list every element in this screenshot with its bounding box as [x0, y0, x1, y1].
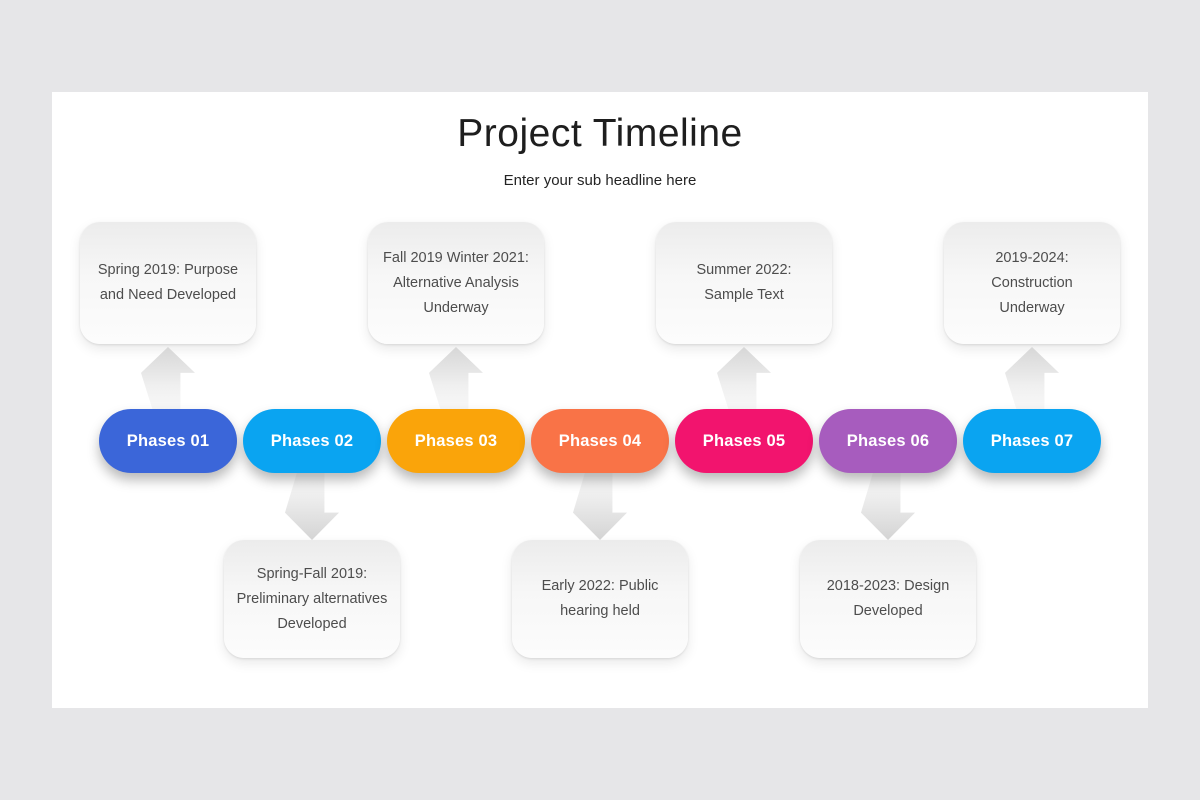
callout-phase-4: Early 2022: Public hearing held: [512, 540, 688, 658]
phase-pill-1: Phases 01: [99, 409, 237, 473]
callout-phase-7: 2019-2024: Construction Underway: [944, 222, 1120, 344]
phase-pill-6: Phases 06: [819, 409, 957, 473]
arrow-down-icon: [285, 464, 339, 540]
page-subtitle: Enter your sub headline here: [503, 172, 697, 189]
callout-phase-2: Spring-Fall 2019: Preliminary alternativ…: [224, 540, 400, 658]
phase-pill-7: Phases 07: [963, 409, 1101, 473]
arrow-down-icon: [861, 464, 915, 540]
callout-phase-1: Spring 2019: Purpose and Need Developed: [80, 222, 256, 344]
phase-pill-3: Phases 03: [387, 409, 525, 473]
slide-canvas: Project Timeline Enter your sub headline…: [52, 92, 1148, 708]
timeline-column-5: Summer 2022: Sample Text Phases 05: [656, 92, 832, 708]
callout-phase-6: 2018-2023: Design Developed: [800, 540, 976, 658]
phase-pill-5: Phases 05: [675, 409, 813, 473]
timeline-column-4: Phases 04 Early 2022: Public hearing hel…: [512, 92, 688, 708]
timeline-column-2: Phases 02 Spring-Fall 2019: Preliminary …: [224, 92, 400, 708]
timeline-column-6: Phases 06 2018-2023: Design Developed: [800, 92, 976, 708]
arrow-down-icon: [573, 464, 627, 540]
callout-phase-5: Summer 2022: Sample Text: [656, 222, 832, 344]
phase-pill-2: Phases 02: [243, 409, 381, 473]
timeline-column-7: 2019-2024: Construction Underway Phases …: [944, 92, 1120, 708]
page-title: Project Timeline: [457, 112, 743, 155]
timeline: Spring 2019: Purpose and Need Developed …: [80, 92, 1120, 708]
callout-phase-3: Fall 2019 Winter 2021: Alternative Analy…: [368, 222, 544, 344]
timeline-column-1: Spring 2019: Purpose and Need Developed …: [80, 92, 256, 708]
phase-pill-4: Phases 04: [531, 409, 669, 473]
timeline-column-3: Fall 2019 Winter 2021: Alternative Analy…: [368, 92, 544, 708]
